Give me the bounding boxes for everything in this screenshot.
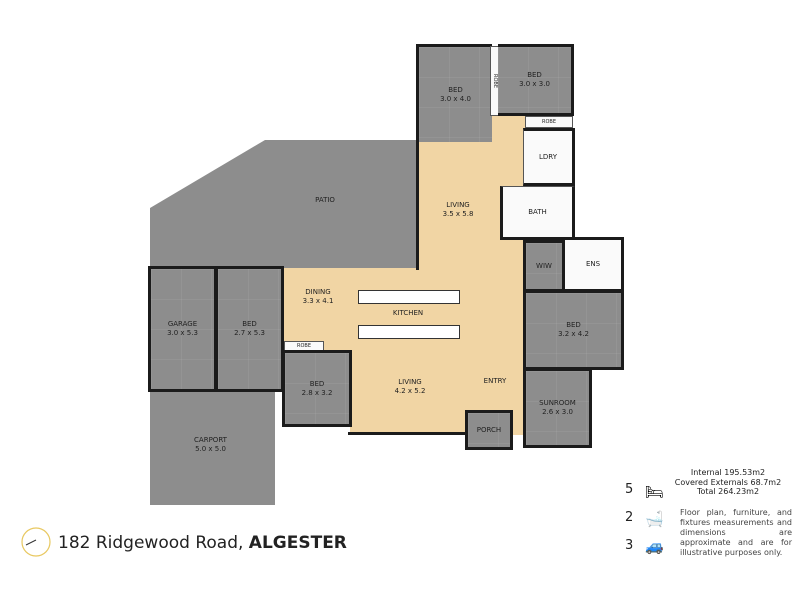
area-covered: Covered Externals 68.7m2 [674,477,782,487]
room-bath: BATH [500,186,575,240]
area-total: Total 264.23m2 [696,487,760,497]
room-size: 2.8 x 3.2 [301,388,333,397]
robe-label: ROBE [542,118,556,125]
room-name: ENTRY [483,376,507,385]
room-name: KITCHEN [392,309,424,318]
robe-label: ROBE [297,343,311,350]
room-kitchen: KITCHEN [358,306,458,321]
room-name: GARAGE [167,320,198,329]
room-size: 4.2 x 5.2 [394,387,426,395]
wall-south [348,432,468,435]
kitchen-bench [358,290,460,304]
room-ldry: LDRY [523,128,575,186]
room-name: PATIO [315,195,335,204]
robe-label: ROBE [492,74,499,88]
room-name: BED [309,379,325,388]
bath-icon: 🛁 [645,510,664,528]
room-wiw: WIW [523,240,563,292]
room-name: BED [448,85,463,94]
room-name: BATH [528,207,547,216]
room-name: LIVING [446,201,470,210]
kitchen-island [358,325,460,339]
room-name: BED [527,71,542,80]
wall-living-west [416,140,419,270]
address-suburb: ALGESTER [248,533,347,553]
room-size: 2.7 x 5.3 [234,329,265,337]
room-size: 3.0 x 3.0 [519,80,550,88]
car-icon: 🚙 [645,537,664,555]
room-name: CARPORT [194,436,227,445]
room-porch: PORCH [465,410,513,450]
room-size: 3.2 x 4.2 [558,330,589,338]
room-name: LDRY [539,152,557,161]
bed-icon: 🛏 [645,483,665,501]
robe-ldry: ROBE [525,116,573,128]
area-internal: Internal 195.53m2 [690,468,766,477]
room-patio: PATIO [280,185,370,215]
room-name: LIVING [398,378,422,387]
room-name: BED [566,321,581,330]
room-name: ENS [585,260,601,269]
room-entry: ENTRY [470,375,520,387]
room-ens: ENS [562,237,624,292]
room-name: SUNROOM [539,399,576,408]
room-name: WIW [536,261,552,270]
compass-icon [21,527,51,557]
address: 182 Ridgewood Road, ALGESTER [58,533,347,553]
room-size: 2.6 x 3.0 [542,408,573,416]
room-size: 3.3 x 4.1 [302,297,334,305]
disclaimer: Floor plan, furniture, and fixtures meas… [680,508,792,557]
room-size: 3.5 x 5.8 [442,210,474,218]
bath-count: 2 [625,510,634,525]
room-name: BED [242,320,257,329]
room-name: PORCH [476,425,502,434]
room-size: 5.0 x 5.0 [195,445,226,453]
car-count: 3 [625,538,634,553]
room-size: 3.0 x 4.0 [440,94,471,103]
room-name: DINING [305,288,331,297]
address-street: 182 Ridgewood Road, [58,533,244,553]
bed-count: 5 [625,482,634,497]
room-size: 3.0 x 5.3 [167,329,198,337]
area-summary: Internal 195.53m2 Covered Externals 68.7… [668,468,788,497]
